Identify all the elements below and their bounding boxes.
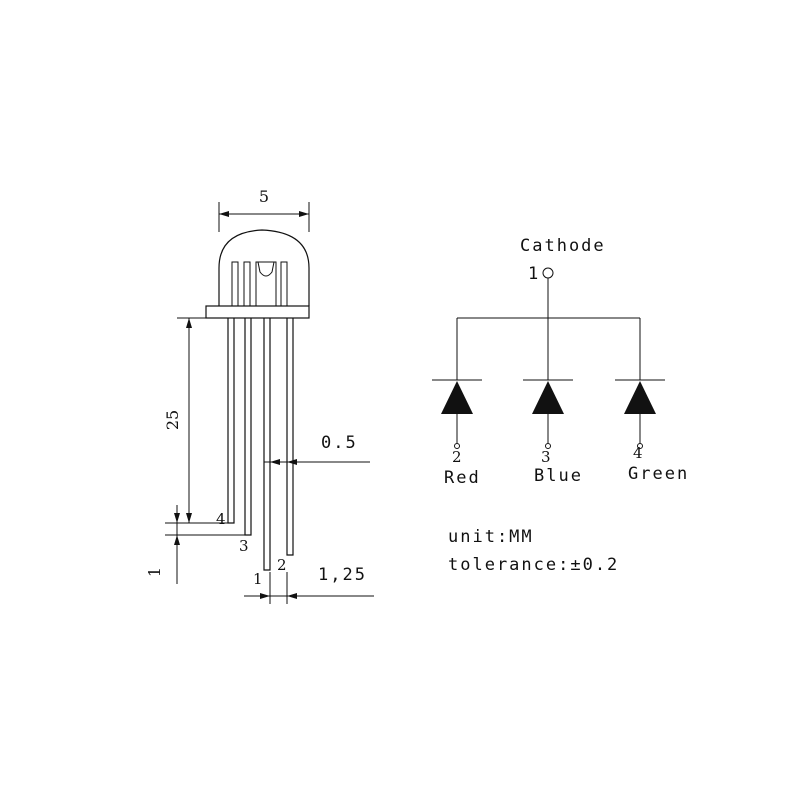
pin-label-4: 4 bbox=[216, 510, 226, 528]
diode-green-label: Green bbox=[628, 464, 689, 484]
dim-lead-pitch: 1,25 bbox=[244, 565, 374, 604]
led-flange bbox=[205, 305, 310, 319]
leads bbox=[227, 318, 294, 571]
led-body bbox=[205, 229, 310, 319]
diode-green: 4 Green bbox=[615, 318, 689, 484]
diode-blue-label: Blue bbox=[534, 466, 583, 486]
lead-4 bbox=[227, 318, 235, 524]
lead-3 bbox=[244, 318, 252, 536]
diode-blue-pin: 3 bbox=[541, 448, 551, 466]
lead-2 bbox=[286, 318, 294, 556]
diode-blue: 3 Blue bbox=[523, 318, 583, 486]
cathode-pin-label: 1 bbox=[528, 264, 540, 284]
unit-note: unit:MM bbox=[448, 527, 534, 547]
schematic: Cathode 1 2 Red 3 Blue bbox=[432, 236, 689, 488]
diode-red: 2 Red bbox=[432, 318, 482, 488]
pin-label-1: 1 bbox=[253, 570, 263, 588]
diode-red-pin: 2 bbox=[452, 448, 462, 466]
dim-lead-length-label: 25 bbox=[163, 410, 182, 430]
dim-body-width-label: 5 bbox=[259, 187, 269, 206]
dim-lead-width: 0.5 bbox=[264, 433, 370, 465]
diode-red-label: Red bbox=[444, 468, 481, 488]
cathode-label: Cathode bbox=[520, 236, 606, 256]
dim-lead-step: 1 bbox=[145, 505, 245, 584]
dim-lead-step-label: 1 bbox=[145, 567, 164, 577]
pin-label-3: 3 bbox=[239, 537, 249, 555]
lead-1 bbox=[263, 318, 271, 571]
dim-lead-length: 25 bbox=[163, 317, 206, 523]
led-dome bbox=[218, 229, 310, 306]
pin-label-2: 2 bbox=[277, 556, 287, 574]
dim-body-width: 5 bbox=[218, 187, 310, 232]
tolerance-note: tolerance:±0.2 bbox=[448, 555, 619, 575]
cathode-terminal bbox=[542, 267, 554, 279]
dim-lead-width-label: 0.5 bbox=[321, 433, 358, 453]
dim-lead-pitch-label: 1,25 bbox=[318, 565, 367, 585]
lead-frame bbox=[231, 261, 288, 306]
diode-green-pin: 4 bbox=[633, 444, 643, 462]
